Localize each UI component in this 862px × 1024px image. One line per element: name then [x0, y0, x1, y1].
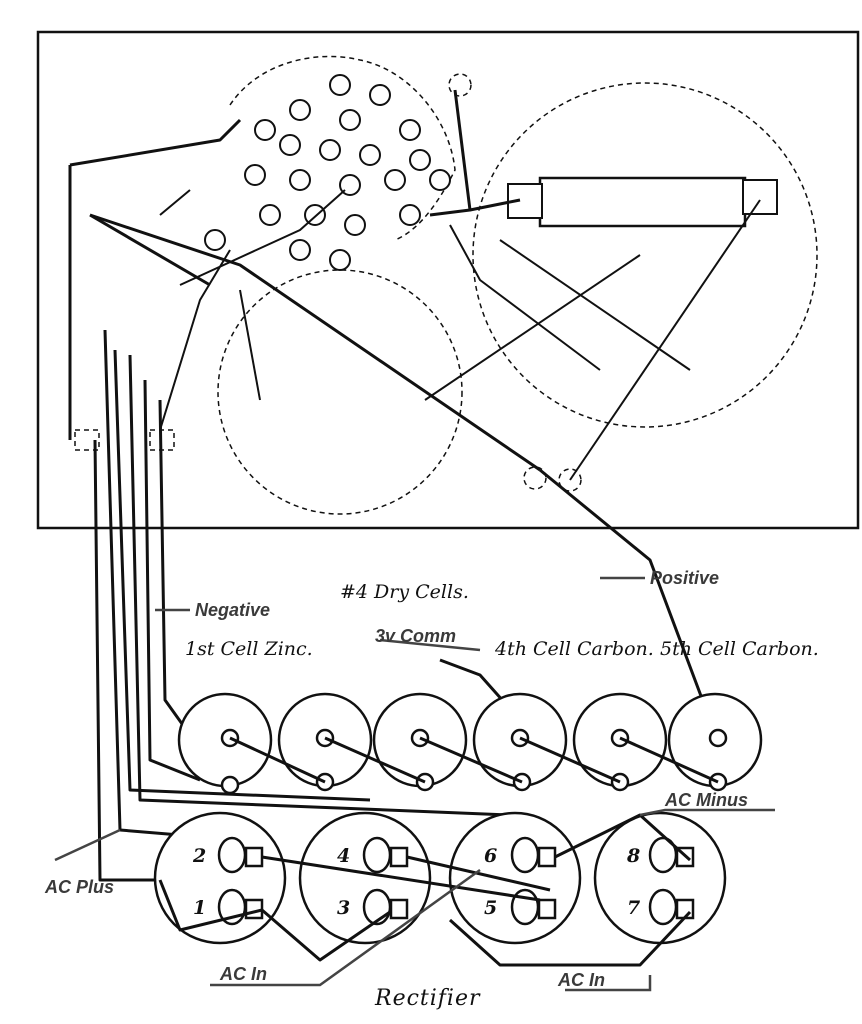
- pin-4: 4: [337, 845, 350, 867]
- pin-6: 6: [484, 845, 497, 867]
- first-cell-label: 1st Cell Zinc.: [185, 638, 313, 660]
- cell-links: [229, 736, 719, 784]
- annotation-leaders: [54, 576, 775, 992]
- pin-numbers: 2 1 4 3 6 5 8 7: [192, 845, 640, 919]
- rectifier-wiring: [158, 813, 692, 967]
- socket-contacts: [204, 74, 451, 271]
- positive-annotation: Positive: [650, 568, 719, 588]
- fifth-cell-label: 5th Cell Carbon.: [660, 638, 819, 660]
- pin-8: 8: [626, 845, 640, 867]
- rectifier-label: Rectifier: [374, 986, 481, 1011]
- cell-terminals: [220, 728, 728, 795]
- ac-in-left-annotation: AC In: [219, 964, 267, 984]
- fourth-cell-label: 4th Cell Carbon.: [494, 638, 654, 660]
- positive-wire: [539, 468, 712, 721]
- comm-annotation: 3v Comm: [375, 626, 456, 646]
- ac-plus-annotation: AC Plus: [44, 877, 114, 897]
- rectifier-lugs: [217, 836, 695, 926]
- pin-3: 3: [337, 897, 350, 919]
- dry-cells-label: #4 Dry Cells.: [340, 581, 469, 603]
- ac-minus-annotation: AC Minus: [664, 790, 748, 810]
- tube-socket-lower: [217, 269, 463, 515]
- pin-5: 5: [484, 897, 497, 919]
- resistor: [507, 176, 778, 228]
- chassis-wiring: [68, 89, 761, 481]
- cable-bundle: [93, 329, 541, 882]
- chassis-plate: [36, 30, 860, 530]
- negative-annotation: Negative: [195, 600, 270, 620]
- pin-7: 7: [627, 897, 640, 919]
- chassis-terminals: [74, 73, 582, 492]
- ac-in-right-annotation: AC In: [557, 970, 605, 990]
- pin-2: 2: [192, 845, 206, 867]
- pin-1: 1: [193, 897, 206, 919]
- dry-cells: [177, 692, 763, 788]
- rectifier-disks: [153, 811, 727, 945]
- tube-socket-right: [472, 82, 818, 428]
